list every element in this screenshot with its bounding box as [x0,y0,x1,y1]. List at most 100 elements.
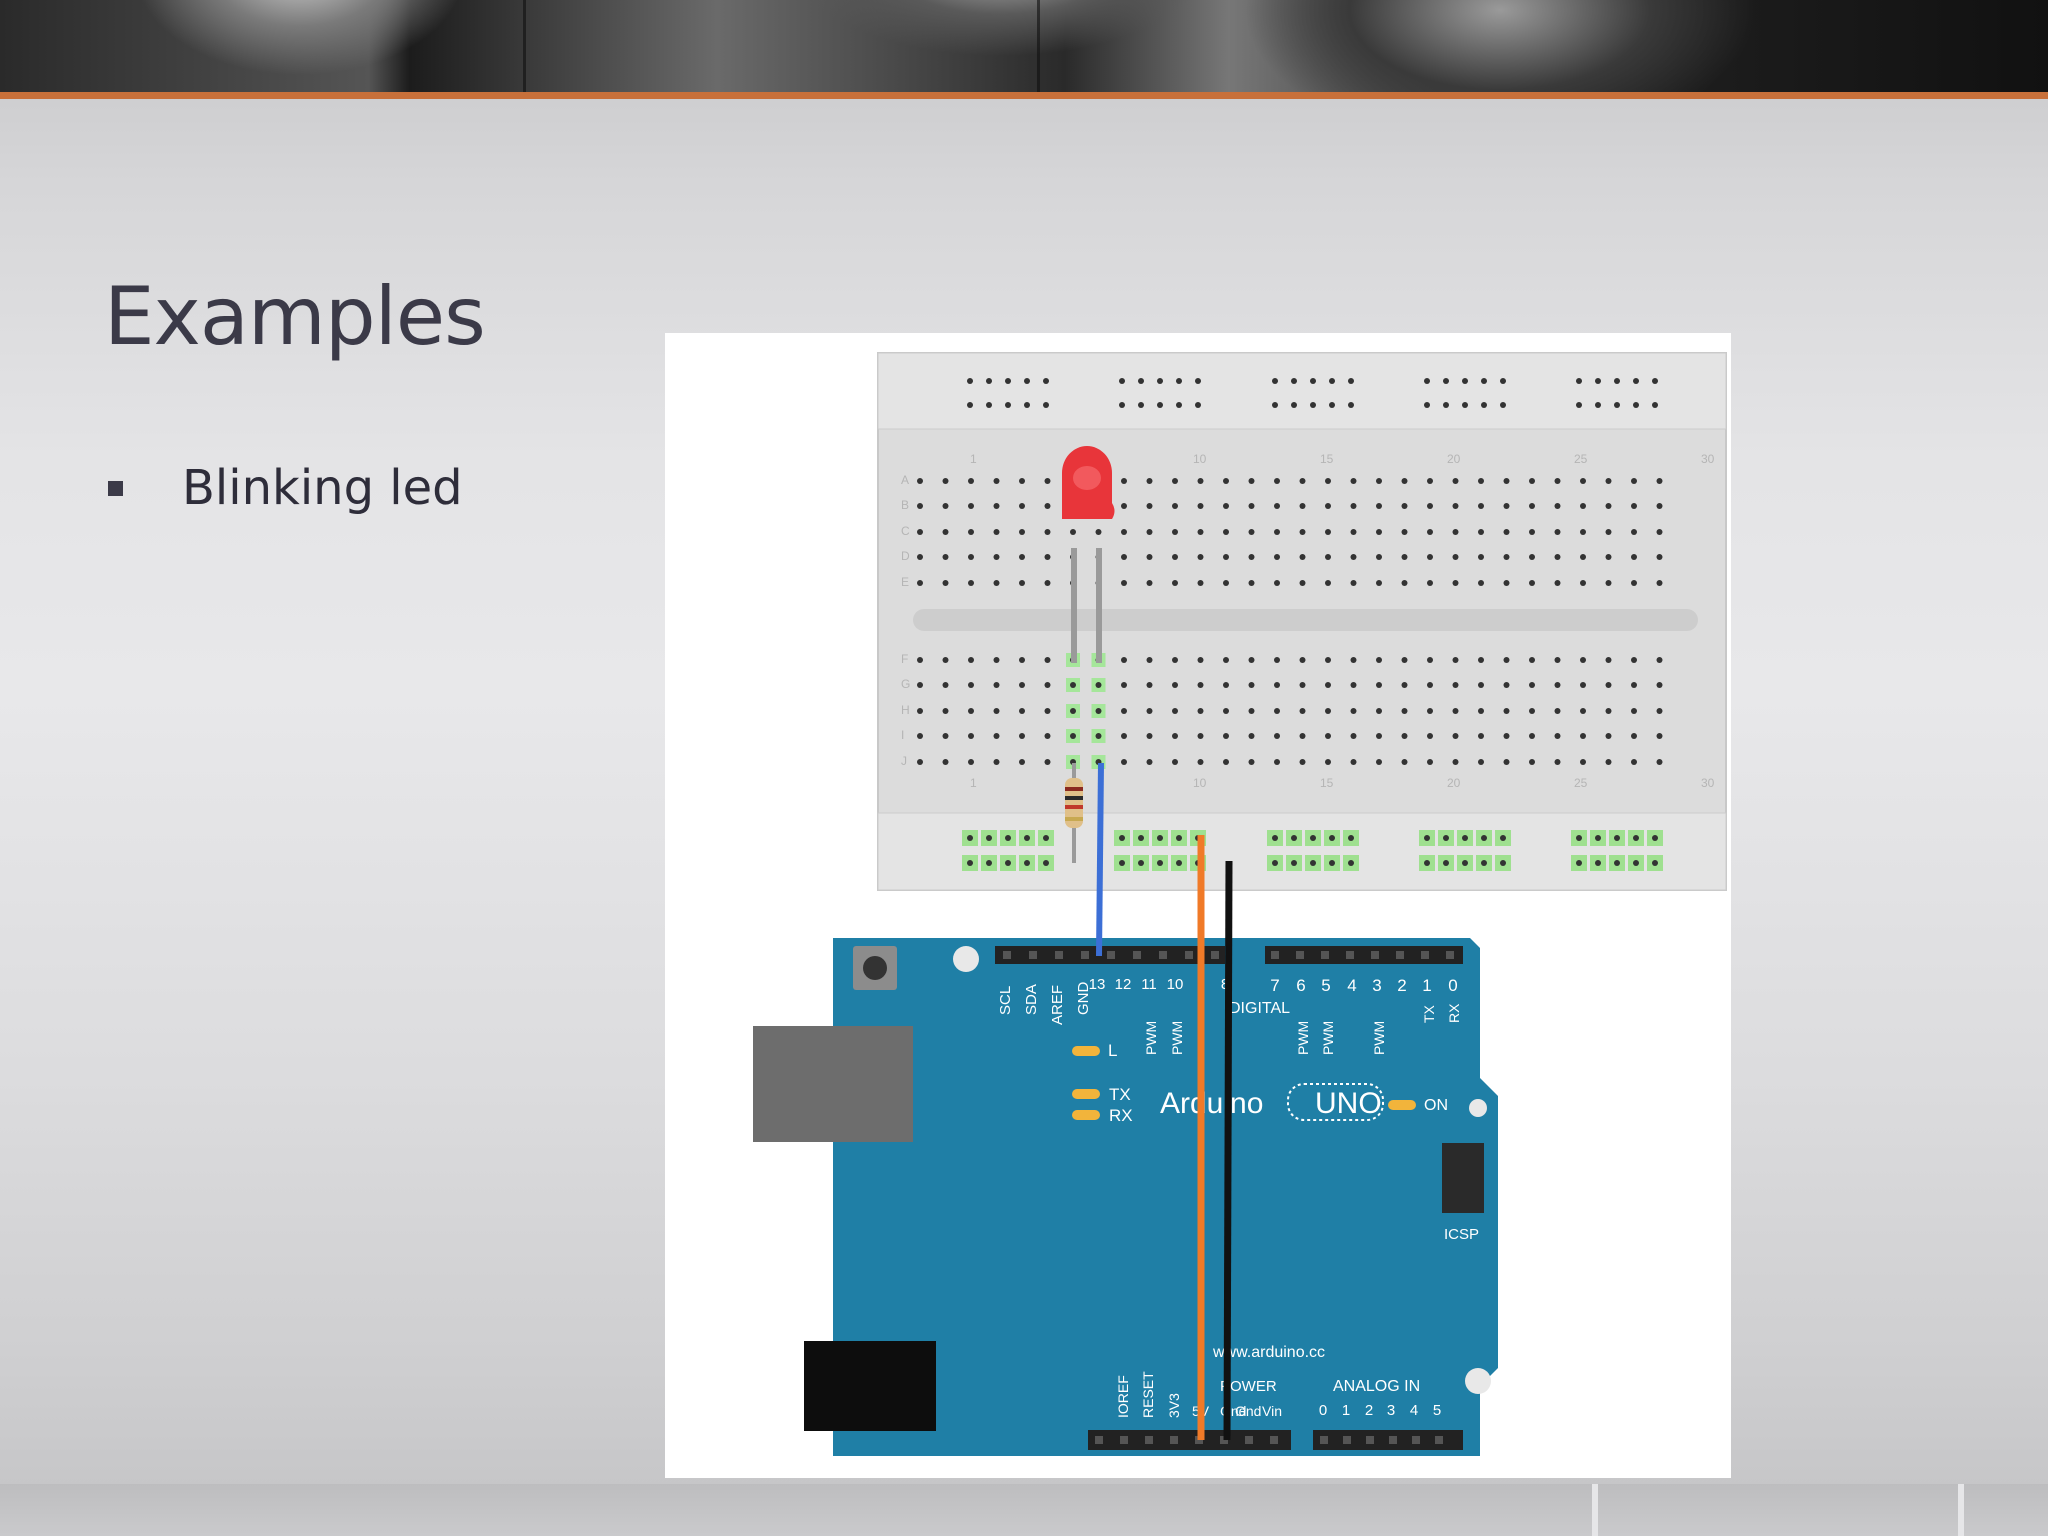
rail-hole [1005,402,1011,408]
rail-hole [1462,860,1468,866]
breadboard-hole [1274,682,1280,688]
breadboard-hole [1554,478,1561,484]
breadboard-hole [942,708,949,714]
digital-label: DIGITAL [1229,1000,1290,1017]
pin-label-0: 0 [1448,976,1457,995]
mounting-hole [953,946,979,972]
breadboard-hole [1350,580,1357,586]
breadboard-hole [1146,529,1153,535]
header-pin [1321,951,1329,959]
led-on-indicator [1388,1100,1416,1110]
breadboard-hole [1401,580,1408,586]
breadboard-hole [917,733,923,739]
breadboard-hole [1580,503,1586,509]
breadboard-hole [1044,503,1051,509]
analog-pin-2: 2 [1365,1402,1373,1419]
breadboard-hole [1248,733,1255,739]
breadboard-hole [1401,529,1408,535]
pin-label-8: 8 [1221,976,1229,993]
breadboard-hole [1121,708,1127,714]
breadboard-hole [1248,708,1255,714]
row-label-d: D [901,549,910,563]
breadboard-hole [1529,682,1535,688]
col-num-10-bottom: 10 [1193,776,1207,790]
breadboard-hole [1121,733,1127,739]
breadboard-hole [1503,682,1510,688]
pin-label-11: 11 [1141,976,1157,993]
power-pin-vin: Vin [1262,1403,1282,1419]
breadboard-hole [1095,733,1102,739]
breadboard-hole [1070,682,1076,688]
breadboard-hole [1299,708,1306,714]
resistor [1065,763,1083,863]
rail-hole [1157,402,1163,408]
jumper-wires [1096,762,1233,1441]
breadboard-hole [942,759,949,765]
breadboard-hole [993,708,1000,714]
breadboard-hole [1580,580,1586,586]
row-label-b: B [901,498,909,512]
breadboard-hole [1401,478,1408,484]
rail-hole [1481,860,1487,866]
breadboard-hole [1478,478,1484,484]
breadboard-hole [968,682,974,688]
rail-hole [986,835,992,841]
header-pin [1003,951,1011,959]
breadboard-hole [942,657,949,663]
breadboard-hole [1019,708,1025,714]
breadboard-hole [1631,733,1637,739]
breadboard-hole [942,580,949,586]
breadboard-hole [1452,503,1459,509]
breadboard-hole [1223,503,1229,509]
breadboard-hole [1605,657,1612,663]
rail-hole [1291,860,1297,866]
breadboard-hole [1299,682,1306,688]
breadboard-hole [1019,580,1025,586]
rail-hole [1595,835,1601,841]
analog-in-label: ANALOG IN [1333,1378,1420,1395]
breadboard-hole [917,503,923,509]
power-jack [804,1341,936,1431]
col-num-20-top: 20 [1447,452,1461,466]
breadboard-hole [1503,554,1510,560]
led-tx-label: TX [1109,1085,1131,1104]
breadboard-hole [993,554,1000,560]
footer-divider [1958,1484,1964,1536]
breadboard-hole [993,529,1000,535]
rail-hole [1310,860,1316,866]
breadboard-hole [1019,478,1025,484]
breadboard: A B C D E F G H I J 1 5 10 15 20 25 30 1… [877,352,1727,891]
breadboard-hole [1172,733,1178,739]
rail-hole [1348,402,1354,408]
breadboard-hole [1197,708,1204,714]
breadboard-hole [1274,580,1280,586]
breadboard-hole [1172,503,1178,509]
rail-hole [1481,835,1487,841]
header-pin [1271,951,1279,959]
rail-hole [1500,378,1506,384]
breadboard-hole [1631,503,1637,509]
breadboard-hole [1095,708,1102,714]
breadboard-hole [1605,554,1612,560]
breadboard-hole [1044,478,1051,484]
breadboard-hole [1401,554,1408,560]
breadboard-hole [968,580,974,586]
breadboard-hole [1503,580,1510,586]
breadboard-hole [917,759,923,765]
breadboard-hole [917,529,923,535]
rail-hole [1272,860,1278,866]
breadboard-hole [1350,733,1357,739]
breadboard-hole [1452,529,1459,535]
square-bullet-icon [108,480,123,496]
breadboard-hole [1299,529,1306,535]
breadboard-hole [1554,759,1561,765]
breadboard-hole [1146,478,1153,484]
row-label-j: J [901,754,907,768]
breadboard-hole [1401,733,1408,739]
pin-label-gnd: GND [1075,982,1092,1016]
header-pin [1245,1436,1253,1444]
breadboard-hole [1121,554,1127,560]
breadboard-hole [1350,708,1357,714]
breadboard-hole [1223,682,1229,688]
rail-hole [1481,402,1487,408]
